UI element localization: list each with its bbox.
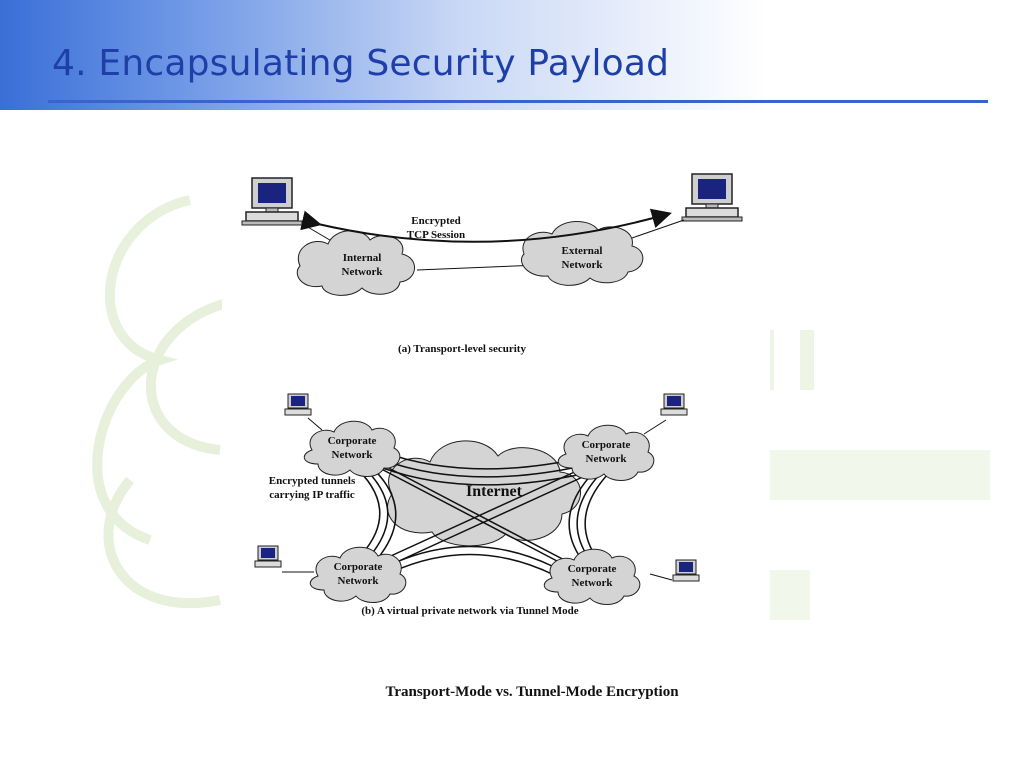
corporate-network-label: Network	[332, 449, 374, 461]
corporate-network-cloud: Corporate Network	[309, 546, 407, 603]
internal-network-label: Internal	[343, 252, 382, 264]
computer-icon	[284, 393, 312, 416]
internal-network-label: Network	[342, 266, 384, 278]
tunnels-label: Encrypted tunnels	[269, 475, 356, 487]
corporate-network-cloud: Corporate Network	[557, 424, 655, 481]
tunnel-caption: (b) A virtual private network via Tunnel…	[361, 605, 578, 617]
transport-caption: (a) Transport-level security	[398, 343, 526, 355]
title-underline	[48, 100, 988, 103]
corporate-network-cloud: Corporate Network	[543, 548, 641, 605]
external-network-label: Network	[562, 259, 604, 271]
external-network-label: External	[562, 245, 603, 257]
session-label: TCP Session	[407, 229, 465, 241]
computer-icon	[681, 173, 743, 222]
computer-icon	[241, 177, 303, 226]
computer-icon	[672, 559, 700, 582]
corporate-network-label: Corporate	[582, 439, 631, 451]
computer-icon	[254, 545, 282, 568]
computer-icon	[660, 393, 688, 416]
internet-label: Internet	[466, 483, 523, 500]
corporate-network-label: Corporate	[334, 561, 383, 573]
tunnel-mode-diagram: Internet Encrypted tunnels carrying IP t…	[254, 393, 700, 617]
title-banner	[0, 0, 1024, 110]
session-label: Encrypted	[411, 215, 461, 227]
tunnels-label: carrying IP traffic	[269, 489, 355, 501]
corporate-network-label: Corporate	[568, 563, 617, 575]
corporate-network-label: Network	[572, 577, 614, 589]
corporate-network-cloud: Corporate Network	[303, 420, 401, 477]
encryption-diagram: Internal Network External Network Encryp…	[222, 168, 770, 628]
corporate-network-label: Network	[586, 453, 628, 465]
figure-caption: Transport-Mode vs. Tunnel-Mode Encryptio…	[385, 684, 679, 700]
transport-mode-diagram: Internal Network External Network Encryp…	[241, 173, 743, 355]
corporate-network-label: Network	[338, 575, 380, 587]
encrypted-session-arrow	[300, 208, 672, 243]
internal-network-cloud	[296, 230, 415, 296]
internet-cloud	[387, 440, 581, 547]
page-title: 4. Encapsulating Security Payload	[52, 43, 670, 84]
corporate-network-label: Corporate	[328, 435, 377, 447]
